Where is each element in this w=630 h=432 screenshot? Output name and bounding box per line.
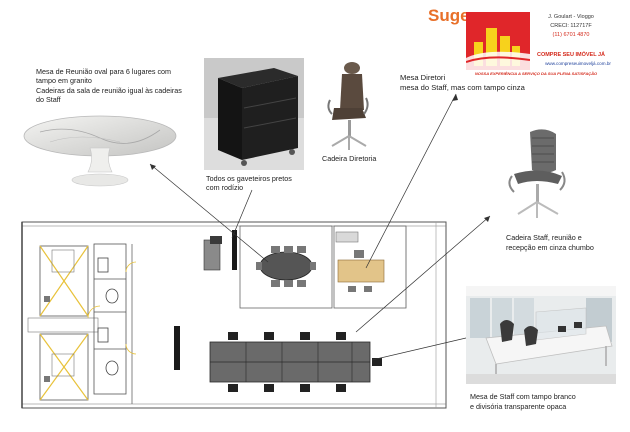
- staff-chair-photo: [508, 129, 566, 218]
- caption-staff-chair-1: Cadeira Staff, reunião e: [506, 233, 582, 242]
- page-title: Suge: [428, 6, 470, 25]
- leader-line-director-desk: [365, 93, 457, 269]
- caption-oval-table-3: Cadeiras da sala de reunião igual às cad…: [36, 86, 182, 95]
- leader-line-drawers: [231, 189, 253, 239]
- agent-phone: (11) 6701 4870: [552, 32, 590, 38]
- building-logo-icon: [466, 12, 530, 70]
- caption-director-chair: Cadeira Diretoria: [322, 154, 377, 163]
- agent-creci: CRECI: 112717F: [550, 23, 592, 29]
- company-logo: [466, 12, 530, 70]
- caption-director-desk-1: Mesa Diretori: [400, 73, 446, 82]
- brand-name: COMPRE SEU IMÓVEL JÁ: [536, 52, 606, 58]
- leader-line-oval-table: [149, 163, 269, 263]
- caption-staff-desk-2: e divisória transparente opaca: [470, 402, 567, 411]
- oval-granite-table-photo: [23, 115, 177, 187]
- caption-drawers-2: com rodízio: [206, 183, 244, 192]
- caption-oval-table-4: do Staff: [36, 95, 61, 104]
- caption-oval-table-1: Mesa de Reunião oval para 6 lugares com: [36, 67, 172, 76]
- leader-line-staff-desk: [371, 337, 467, 361]
- leader-line-staff-chair: [355, 215, 491, 333]
- caption-staff-desk-1: Mesa de Staff com tampo branco: [470, 392, 576, 401]
- brand-website: www.compreseuimoveljá.com.br: [545, 61, 611, 66]
- caption-oval-table-2: tampo em granito: [36, 76, 92, 85]
- black-drawer-pedestal-photo: [204, 58, 304, 170]
- brand-tagline: NOSSA EXPERIÊNCIA A SERVIÇO DA SUA PLENA…: [474, 71, 598, 76]
- caption-director-desk-2: mesa do Staff, mas com tampo cinza: [400, 83, 525, 92]
- director-chair-photo: [327, 62, 369, 150]
- agent-name: J. Goulart - Vioggo: [548, 14, 594, 20]
- caption-staff-chair-2: recepção em cinza chumbo: [506, 243, 594, 252]
- caption-drawers-1: Todos os gaveteiros pretos: [206, 174, 292, 183]
- staff-desk-photo: [466, 286, 616, 384]
